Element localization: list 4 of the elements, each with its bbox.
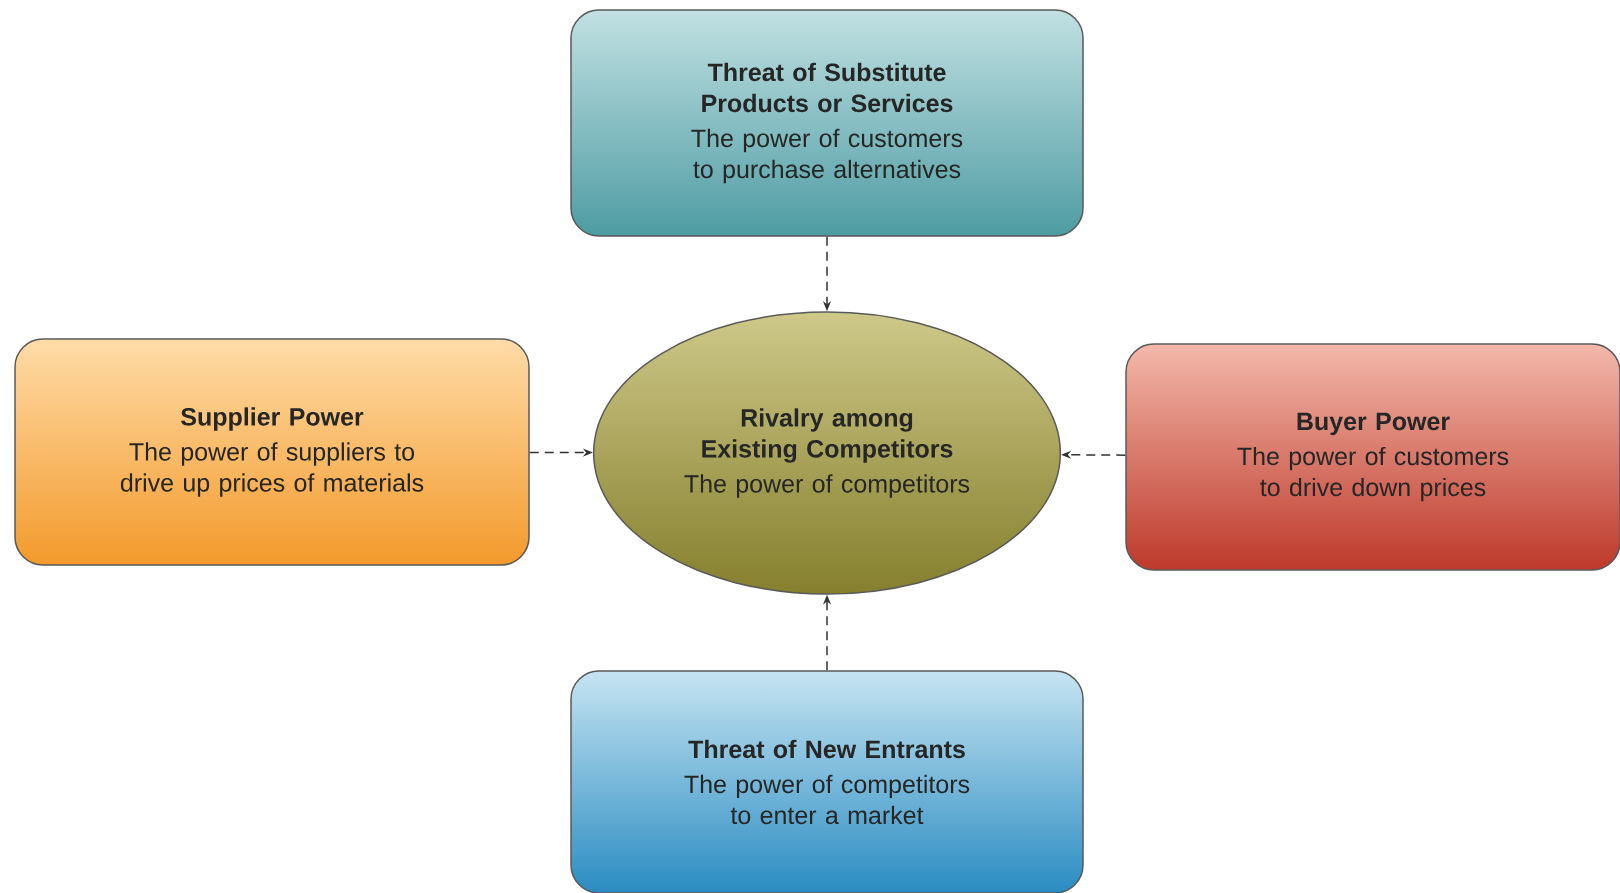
threat-box: Threat of Substitute Products or Services The power of customers to purchase alternatives [570, 9, 1084, 237]
threat-box: Threat of New Entrants The power of competitors to enter a market [570, 670, 1084, 893]
force-box: Supplier Power The power of suppliers to drive up prices of materials [14, 338, 530, 566]
force-box: Buyer Power The power of customers to drive down prices [1125, 343, 1620, 571]
